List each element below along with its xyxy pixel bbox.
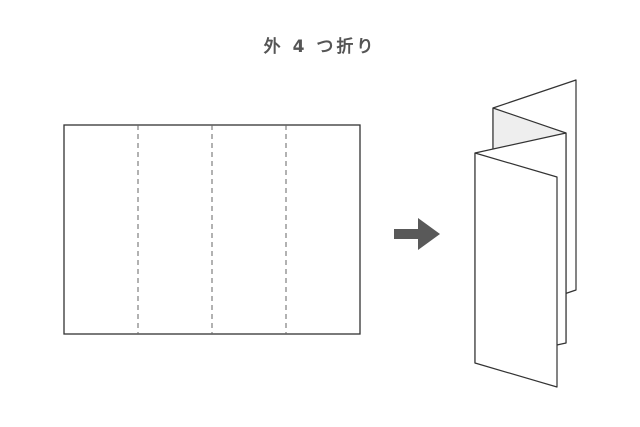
diagram-title: 外 4 つ折り <box>263 37 377 57</box>
flat-sheet <box>63 124 361 335</box>
folded-panel-1 <box>474 152 558 388</box>
folded-sheet <box>474 79 577 388</box>
arrow-right-icon <box>394 218 440 250</box>
